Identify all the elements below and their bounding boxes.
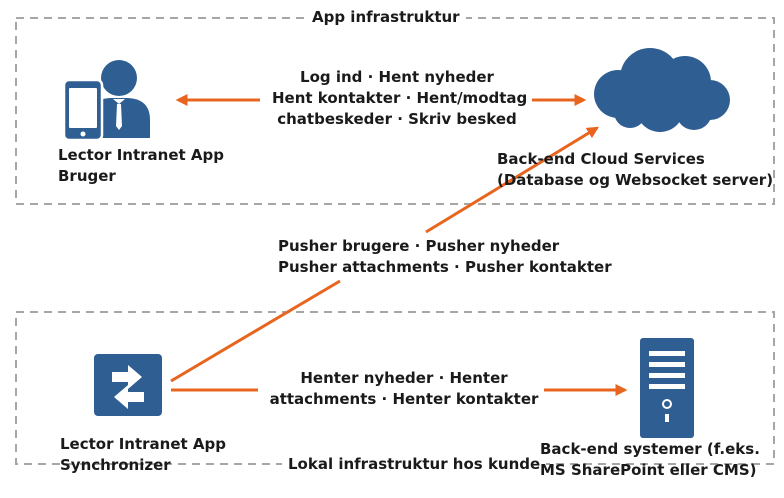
local-infrastructure-label: Lokal infrastruktur hos kunde	[282, 454, 547, 474]
user-label-line: Lector Intranet App	[58, 146, 224, 164]
pusher-line: Pusher attachments · Pusher kontakter	[278, 258, 612, 276]
user-cloud-actions: Log ind · Hent nyheder Hent kontakter · …	[272, 67, 528, 130]
fetch-actions: Henter nyheder · Henter attachments · He…	[262, 368, 546, 410]
synchronizer-label-line: Synchronizer	[60, 456, 171, 474]
pusher-line: Pusher brugere · Pusher nyheder	[278, 237, 560, 255]
action-line: Log ind · Hent nyheder	[300, 68, 494, 86]
fetch-line: Henter nyheder · Henter	[300, 369, 508, 387]
backend-label-line: Back-end systemer (f.eks.	[540, 440, 760, 458]
sync-arrows-icon	[94, 354, 162, 416]
action-line: Hent kontakter · Hent/modtag	[272, 89, 528, 107]
synchronizer-label: Lector Intranet App Synchronizer	[60, 434, 226, 476]
pusher-line-lower	[170, 279, 341, 383]
pusher-line-upper	[425, 126, 600, 234]
user-label: Lector Intranet App Bruger	[58, 145, 224, 187]
backend-label: Back-end systemer (f.eks. MS SharePoint …	[540, 439, 760, 481]
backend-label-line: MS SharePoint eller CMS)	[540, 461, 757, 479]
user-label-line: Bruger	[58, 167, 116, 185]
fetch-line: attachments · Henter kontakter	[269, 390, 539, 408]
action-line: chatbeskeder · Skriv besked	[277, 110, 517, 128]
server-icon	[640, 338, 694, 438]
app-infrastructure-label: App infrastruktur	[306, 7, 466, 27]
synchronizer-label-line: Lector Intranet App	[60, 435, 226, 453]
cloud-label: Back-end Cloud Services (Database og Web…	[497, 149, 773, 191]
pusher-actions: Pusher brugere · Pusher nyheder Pusher a…	[278, 236, 612, 278]
cloud-icon	[594, 48, 730, 132]
cloud-label-line: Back-end Cloud Services	[497, 150, 705, 168]
mobile-user-icon	[62, 60, 150, 142]
cloud-label-line: (Database og Websocket server)	[497, 171, 774, 189]
